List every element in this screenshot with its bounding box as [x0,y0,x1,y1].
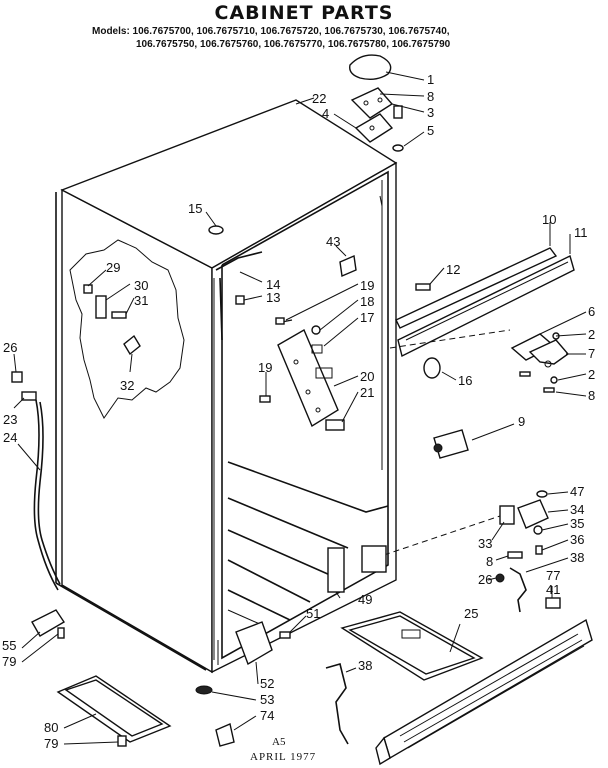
callout-34: 34 [570,502,584,517]
part-9 [433,429,469,459]
callout-21: 21 [360,385,374,400]
callout-29: 29 [106,260,120,275]
callout-80: 80 [44,720,58,735]
callout-8: 8 [427,89,434,104]
callout-18: 18 [360,294,374,309]
callout-numbers: 1 8 3 4 5 22 15 10 11 43 12 29 30 31 14 … [2,72,595,751]
callout-52: 52 [260,676,274,691]
callout-7: 7 [588,346,595,361]
callout-47: 47 [570,484,584,499]
callout-31: 31 [134,293,148,308]
side-parts [83,284,141,356]
callout-1: 1 [427,72,434,87]
leader-lines [13,71,587,745]
kickplate [375,618,593,766]
callout-15: 15 [188,201,202,216]
leveler-parts [31,609,65,639]
drip-tray [340,611,484,681]
part-16 [423,357,441,379]
callout-38a: 38 [570,550,584,565]
callout-41: 41 [546,582,560,597]
callout-51: 51 [306,606,320,621]
callout-26b: 26 [478,572,492,587]
diagram-title: CABINET PARTS [214,2,394,24]
callout-43: 43 [326,234,340,249]
cabinet-body [55,99,398,674]
callout-55: 55 [2,638,16,653]
callout-30: 30 [134,278,148,293]
callout-33: 33 [478,536,492,551]
door-rails [395,247,575,358]
callout-22: 22 [312,91,326,106]
top-hinge-parts [349,54,404,152]
models-line-2: 106.7675750, 106.7675760, 106.7675770, 1… [136,39,451,50]
callout-26a: 26 [3,340,17,355]
callout-19a: 19 [360,278,374,293]
cutaway-outline [69,239,185,419]
part-38-lower [325,663,349,745]
callout-38b: 38 [358,658,372,673]
callout-8b: 8 [588,388,595,403]
callout-12: 12 [446,262,460,277]
callout-17: 17 [360,310,374,325]
shelf-bracket-parts [259,317,345,431]
footer-date: APRIL 1977 [250,751,317,763]
callout-23: 23 [3,412,17,427]
foot-rail [56,675,172,747]
callout-79b: 79 [44,736,58,751]
callout-20: 20 [360,369,374,384]
callout-49: 49 [358,592,372,607]
callout-19b: 19 [258,360,272,375]
callout-4: 4 [322,106,329,121]
grommet-15 [208,225,224,235]
lower-front-parts [235,545,387,666]
feet-parts [195,685,235,747]
drain-tube-parts [11,371,61,591]
footer-code: A5 [272,736,286,748]
callout-74: 74 [260,708,274,723]
callout-36: 36 [570,532,584,547]
callout-9: 9 [518,414,525,429]
callout-16: 16 [458,373,472,388]
models-line-1: Models: 106.7675700, 106.7675710, 106.76… [92,26,450,37]
callout-11: 11 [574,225,588,240]
callout-3: 3 [427,105,434,120]
callout-32: 32 [120,378,134,393]
callout-25: 25 [464,606,478,621]
callout-10: 10 [542,212,556,227]
callout-5: 5 [427,123,434,138]
callout-6: 6 [588,304,595,319]
part-43 [339,254,357,278]
callout-77: 77 [546,568,560,583]
callout-8c: 8 [486,554,493,569]
lower-right-parts [383,490,561,613]
callout-79a: 79 [2,654,16,669]
callout-14: 14 [266,277,280,292]
callout-53: 53 [260,692,274,707]
callout-2a: 2 [588,327,595,342]
lower-hinge-parts [389,329,570,393]
callout-13: 13 [266,290,280,305]
callout-24: 24 [3,430,17,445]
callout-2b: 2 [588,367,595,382]
callout-35: 35 [570,516,584,531]
